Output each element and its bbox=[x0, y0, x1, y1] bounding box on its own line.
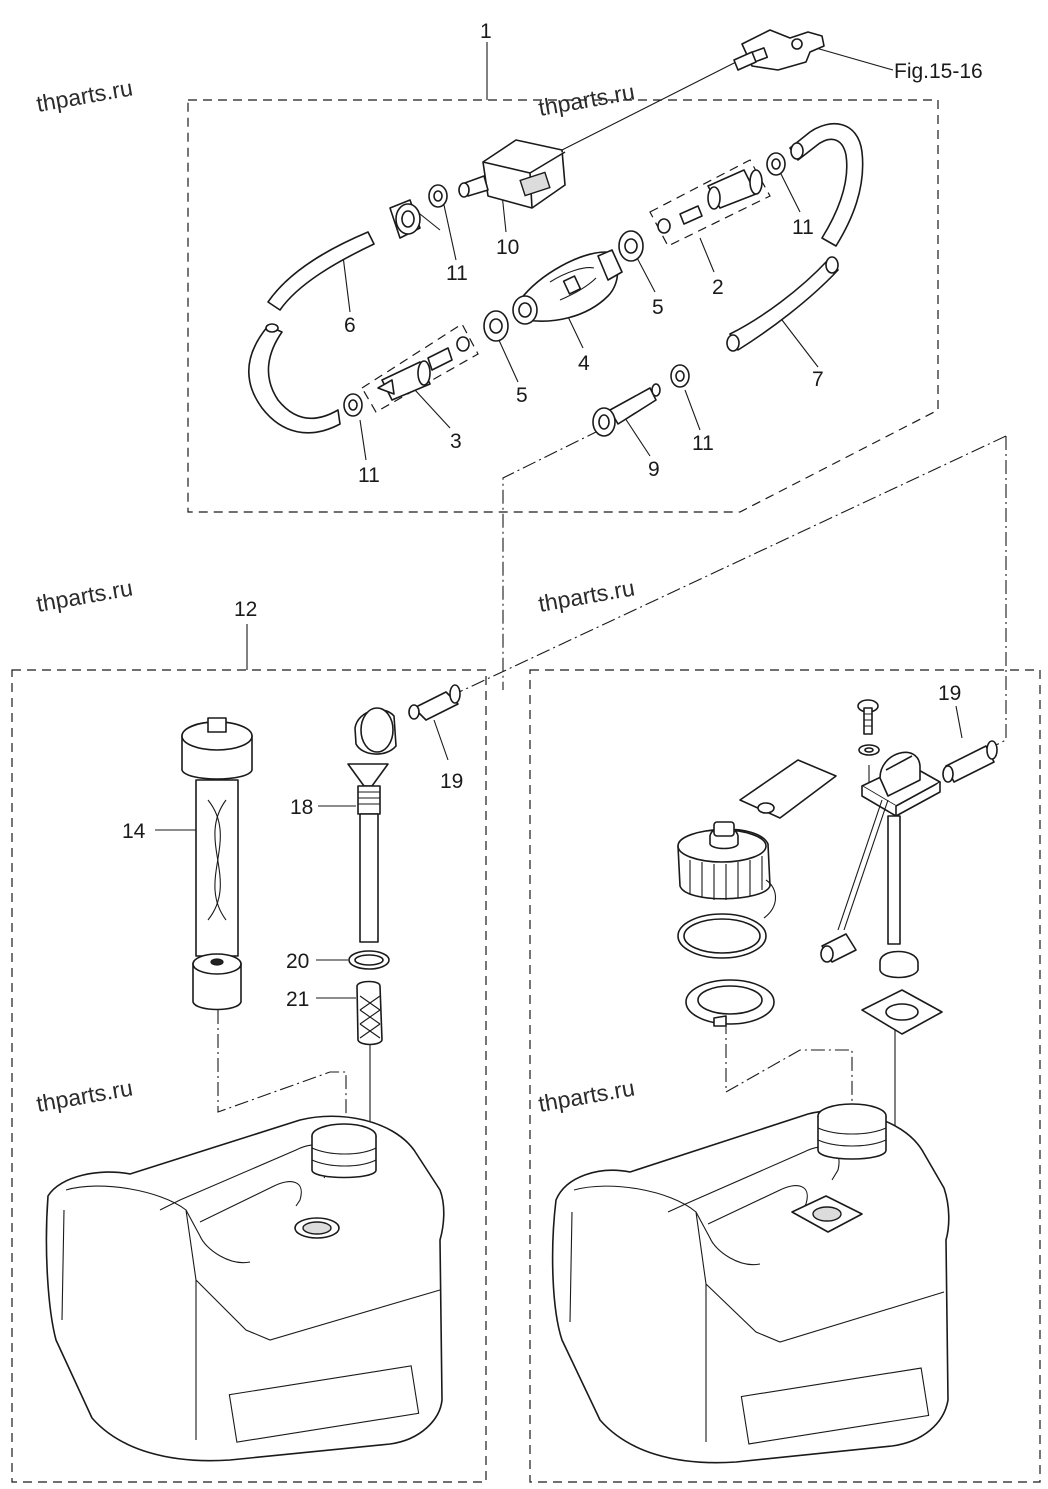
watermarks: thparts.ru thparts.ru thparts.ru thparts… bbox=[34, 74, 636, 1116]
callout-9: 9 bbox=[648, 458, 660, 481]
figure-reference-label: Fig.15-16 bbox=[894, 60, 983, 83]
callout-numbers: 1 2 3 4 5 5 6 7 9 10 11 11 11 11 12 14 1… bbox=[122, 20, 961, 1011]
fuel-sending-unit bbox=[820, 751, 941, 979]
ring-11-part bbox=[766, 152, 786, 176]
connector-19 bbox=[408, 684, 461, 721]
filter-21 bbox=[356, 980, 383, 1046]
callout-20: 20 bbox=[286, 950, 309, 973]
group-frame-fuel-hose-assembly bbox=[187, 99, 939, 513]
connector-19 bbox=[942, 740, 998, 783]
callout-3: 3 bbox=[450, 430, 462, 453]
callout-19: 19 bbox=[938, 682, 961, 705]
watermark-text: thparts.ru bbox=[34, 574, 134, 616]
callout-19: 19 bbox=[440, 770, 463, 793]
cap-gasket-part bbox=[685, 979, 775, 1027]
callout-18: 18 bbox=[290, 796, 313, 819]
engine-connector-part bbox=[733, 29, 825, 71]
callout-11: 11 bbox=[358, 464, 380, 487]
callout-5: 5 bbox=[516, 384, 528, 407]
callout-14: 14 bbox=[122, 820, 146, 843]
ring-11-part bbox=[343, 393, 363, 417]
callout-11: 11 bbox=[792, 216, 814, 239]
watermark-text: thparts.ru bbox=[536, 78, 636, 120]
clamp-5-part bbox=[618, 230, 644, 262]
watermark-text: thparts.ru bbox=[536, 574, 636, 616]
callout-5: 5 bbox=[652, 296, 664, 319]
o-ring-20 bbox=[348, 950, 390, 970]
callout-7: 7 bbox=[812, 368, 824, 391]
clamp-5-part bbox=[483, 310, 509, 342]
watermark-text: thparts.ru bbox=[536, 1074, 636, 1116]
leader-lines bbox=[155, 42, 1007, 1210]
fuel-gauge-14 bbox=[181, 717, 253, 1011]
callout-11: 11 bbox=[446, 262, 468, 285]
callout-4: 4 bbox=[578, 352, 590, 375]
ring-11-part bbox=[670, 364, 690, 388]
fuel-connector-10 bbox=[458, 139, 566, 209]
watermark-text: thparts.ru bbox=[34, 1074, 134, 1116]
callout-6: 6 bbox=[344, 314, 356, 337]
fuel-tank-left bbox=[45, 1115, 445, 1462]
screw-part bbox=[857, 699, 880, 756]
fuel-hose-7 bbox=[726, 122, 864, 352]
primer-bulb-4 bbox=[512, 249, 623, 325]
callout-1: 1 bbox=[480, 20, 492, 43]
clamp-part bbox=[389, 199, 421, 239]
check-valve-2 bbox=[649, 159, 771, 247]
group-frame-fuel-tank-left bbox=[11, 669, 487, 1483]
group-frame-fuel-tank-right bbox=[529, 669, 1041, 1483]
callout-21: 21 bbox=[286, 988, 309, 1011]
fuel-pickup-18 bbox=[347, 707, 397, 943]
fuel-hose-6 bbox=[248, 231, 375, 434]
flange-gasket-part bbox=[861, 989, 943, 1035]
hose-fitting-9 bbox=[592, 383, 661, 437]
callout-2: 2 bbox=[712, 276, 724, 299]
ring-11-part bbox=[428, 184, 448, 208]
fuel-tank-right bbox=[551, 1103, 950, 1464]
callout-10: 10 bbox=[496, 236, 519, 259]
fuel-cap-part bbox=[677, 821, 777, 959]
watermark-text: thparts.ru bbox=[34, 74, 134, 116]
check-valve-3 bbox=[361, 323, 479, 413]
callout-11: 11 bbox=[692, 432, 714, 455]
gasket-sheet-part bbox=[739, 759, 837, 819]
callout-12: 12 bbox=[234, 598, 257, 621]
